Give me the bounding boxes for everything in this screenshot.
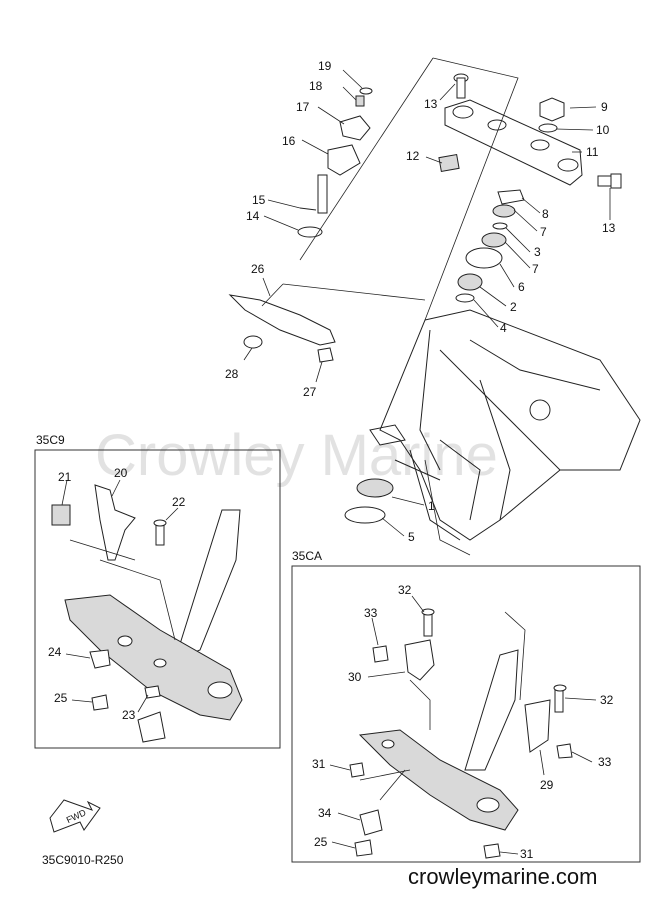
- callout-21: 21: [58, 470, 72, 484]
- callout-19: 19: [318, 59, 332, 73]
- callout-31a: 31: [312, 757, 326, 771]
- bolt-13-upper: [453, 73, 469, 99]
- footer-site: crowleymarine.com: [408, 864, 598, 889]
- callout-32a: 32: [398, 583, 412, 597]
- callout-29: 29: [540, 778, 554, 792]
- callout-9: 9: [601, 100, 608, 114]
- box-label-35ca: 35CA: [292, 549, 322, 563]
- fwd-arrow-icon: FWD: [49, 799, 101, 833]
- callout-16: 16: [282, 134, 296, 148]
- callout-1: 1: [428, 499, 435, 513]
- box-35ca-callouts: 32 33 30 32 33 29 31 34 25 31: [312, 583, 614, 861]
- callout-12: 12: [406, 149, 420, 163]
- callout-14: 14: [246, 209, 260, 223]
- bearing-lower: [344, 478, 394, 524]
- nut-9: [538, 97, 565, 133]
- column-parts: [297, 87, 373, 238]
- callout-26: 26: [251, 262, 265, 276]
- callout-23: 23: [122, 708, 136, 722]
- callout-8: 8: [542, 207, 549, 221]
- callout-3: 3: [534, 245, 541, 259]
- callout-30: 30: [348, 670, 362, 684]
- callout-18: 18: [309, 79, 323, 93]
- callout-11: 11: [586, 145, 599, 159]
- callout-7b: 7: [532, 262, 539, 276]
- watermark: Crowley Marine: [95, 423, 498, 488]
- callout-22: 22: [172, 495, 186, 509]
- callout-31b: 31: [520, 847, 534, 861]
- callout-27: 27: [303, 385, 317, 399]
- callout-33b: 33: [598, 755, 612, 769]
- holder-26: [228, 294, 336, 363]
- callout-7a: 7: [540, 225, 547, 239]
- callout-13b: 13: [602, 221, 616, 235]
- callout-32b: 32: [600, 693, 614, 707]
- callout-34: 34: [318, 806, 332, 820]
- callout-20: 20: [114, 466, 128, 480]
- box-label-35c9: 35C9: [36, 433, 65, 447]
- bearing-stack: [455, 189, 525, 303]
- callout-33a: 33: [364, 606, 378, 620]
- box-35ca: [291, 565, 641, 863]
- box-35c9-callouts: 21 20 22 24 25 23: [48, 466, 186, 722]
- upper-callouts: 19 18 17 16 15 14 13 9 10 11 12 13 8 7 3…: [225, 59, 616, 544]
- callout-24: 24: [48, 645, 62, 659]
- callout-6: 6: [518, 280, 525, 294]
- bolt-13-right: [597, 173, 622, 189]
- box-35c9: [34, 449, 281, 749]
- upper-bracket: [438, 99, 583, 186]
- callout-13a: 13: [424, 97, 438, 111]
- diagram-code: 35C9010-R250: [42, 853, 124, 867]
- box-35c9-parts: [51, 484, 243, 743]
- callout-10: 10: [596, 123, 610, 137]
- callout-28: 28: [225, 367, 239, 381]
- callout-25b: 25: [314, 835, 328, 849]
- guide-lines-upper: [261, 57, 519, 556]
- callout-4: 4: [500, 321, 507, 335]
- callout-25a: 25: [54, 691, 68, 705]
- callout-2: 2: [510, 300, 517, 314]
- box-35ca-parts: [349, 608, 573, 859]
- callout-17: 17: [296, 100, 310, 114]
- callout-5: 5: [408, 530, 415, 544]
- callout-15: 15: [252, 193, 266, 207]
- frame-outline: [369, 309, 641, 541]
